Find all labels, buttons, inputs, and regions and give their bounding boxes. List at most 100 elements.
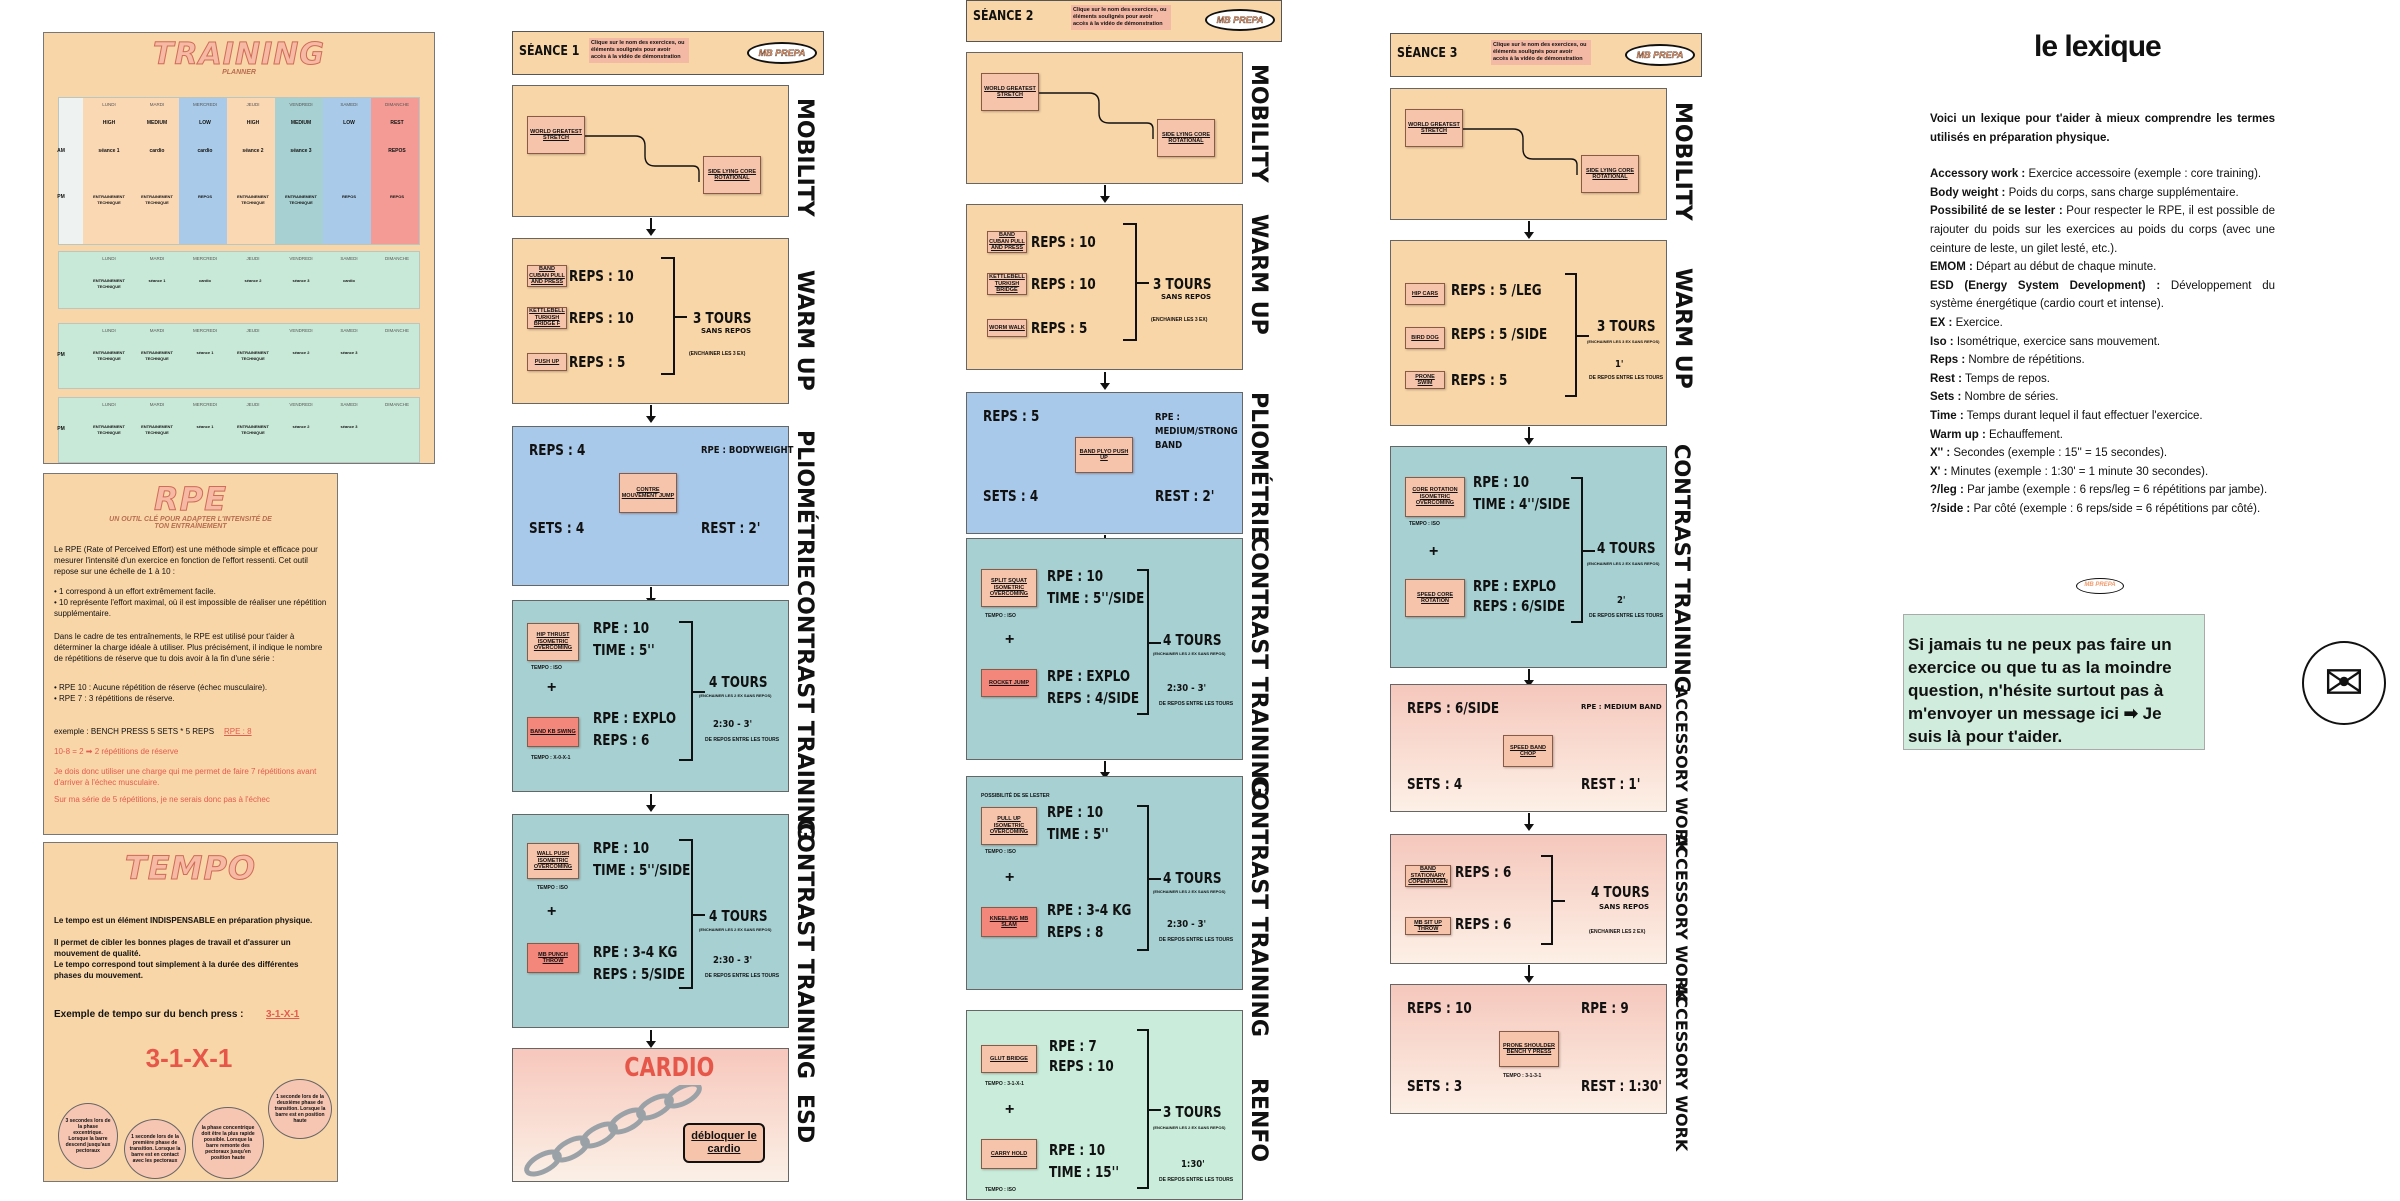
s3-acc1-reps: REPS : 6/SIDE — [1407, 699, 1500, 717]
session-cell[interactable]: cardio — [198, 278, 211, 283]
intensity-label: MEDIUM — [146, 120, 168, 126]
s1-warm-reps-1: REPS : 10 — [569, 267, 634, 285]
day-label: SAMEDI — [340, 328, 358, 333]
s1-push-up[interactable]: PUSH UP — [527, 353, 567, 371]
seance-1-header: SÉANCE 1 Clique sur le nom des exercices… — [512, 31, 824, 75]
s2-worm-walk[interactable]: WORM WALK — [987, 319, 1027, 337]
am-session[interactable]: REPOS — [388, 148, 406, 154]
day-label: MERCREDI — [192, 256, 217, 261]
session-cell[interactable]: séance 3 — [340, 424, 358, 429]
s2-split-squat[interactable]: SPLIT SQUAT ISOMETRIC OVERCOMING — [981, 569, 1037, 607]
s2-band-plyo-push-up[interactable]: BAND PLYO PUSH UP — [1075, 437, 1133, 473]
session-cell[interactable]: cardio — [342, 278, 355, 283]
pm-session[interactable]: REPOS — [197, 194, 212, 199]
session-cell[interactable]: ENTRAINEMENT TECHNIQUE — [237, 424, 269, 435]
session-cell[interactable]: séance 2 — [292, 424, 310, 429]
s3-prone-swim[interactable]: PRONE SWIM — [1405, 371, 1445, 389]
lexique-term: Possibilité de se lester : — [1930, 205, 2063, 218]
s2-pull-up[interactable]: PULL UP ISOMETRIC OVERCOMING — [981, 807, 1037, 845]
rpe-intro: Le RPE (Rate of Perceived Effort) est un… — [54, 545, 318, 576]
unlock-cardio-button[interactable]: débloquer le cardio — [683, 1123, 765, 1163]
s3-speed-band-chop[interactable]: SPEED BAND CHOP — [1503, 735, 1553, 767]
pm-session[interactable]: REPOS — [389, 194, 404, 199]
s3-speed-core-rotation[interactable]: SPEED CORE ROTATION — [1405, 579, 1465, 617]
day-label: MARDI — [149, 102, 165, 107]
session-cell[interactable]: séance 2 — [244, 278, 262, 283]
am-session[interactable]: séance 1 — [98, 148, 120, 154]
rpe-example-value[interactable]: RPE : 8 — [224, 727, 252, 736]
s3-acc2-ench: (ENCHAINER LES 2 EX) — [1589, 929, 1646, 935]
s1-hip-thrust[interactable]: HIP THRUST ISOMETRIC OVERCOMING — [527, 623, 579, 661]
day-label: MERCREDI — [192, 328, 217, 333]
s1-side-lying-core[interactable]: SIDE LYING CORE ROTATIONAL — [703, 156, 761, 194]
s2-kneeling-mb-slam[interactable]: KNEELING MB SLAM — [981, 907, 1037, 937]
s3-band-copenhagen[interactable]: BAND STATIONARY COPENHAGEN — [1405, 865, 1451, 887]
am-session[interactable]: cardio — [149, 148, 165, 154]
s1-band-kb-swing[interactable]: BAND KB SWING — [527, 717, 579, 747]
s3-hip-cars[interactable]: HIP CARS — [1405, 283, 1445, 305]
mail-icon[interactable]: ✉ — [2302, 641, 2386, 725]
am-session[interactable]: séance 3 — [290, 148, 312, 154]
session-cell[interactable]: ENTRAINEMENT TECHNIQUE — [141, 424, 173, 435]
day-label: SAMEDI — [340, 102, 358, 107]
am-session[interactable]: séance 2 — [242, 148, 264, 154]
lexique-definition: Par jambe (exemple : 6 reps/leg = 6 répé… — [1967, 484, 2268, 497]
session-cell[interactable]: ENTRAINEMENT TECHNIQUE — [93, 350, 125, 361]
s1-wall-push[interactable]: WALL PUSH ISOMETRIC OVERCOMING — [527, 843, 579, 879]
session-cell[interactable]: séance 1 — [148, 278, 166, 283]
s3-world-greatest-stretch[interactable]: WORLD GREATEST STRETCH — [1405, 109, 1463, 147]
lexique-entry: Iso : Isométrique, exercice sans mouveme… — [1930, 333, 2275, 352]
pm-session[interactable]: ENTRAINEMENT TECHNIQUE — [237, 194, 269, 205]
s2-ct2-rpe: RPE : 10 — [1047, 803, 1104, 821]
lexique-entry: ?/side : Par côté (exemple : 6 reps/side… — [1930, 500, 2275, 519]
s2-rocket-jump[interactable]: ROCKET JUMP — [981, 669, 1037, 697]
am-session[interactable]: cardio — [197, 148, 213, 154]
session-cell[interactable]: ENTRAINEMENT TECHNIQUE — [93, 424, 125, 435]
s3-ct-expl: RPE : EXPLO — [1473, 577, 1557, 595]
tempo-example-link[interactable]: 3-1-X-1 — [266, 1009, 300, 1020]
lexique-term: Time : — [1930, 409, 1964, 422]
s2-contrast-2-block: POSSIBILITÉ DE SE LESTER PULL UP ISOMETR… — [966, 776, 1243, 990]
s2-renfo-tempo2: TEMPO : ISO — [985, 1187, 1016, 1193]
pm-session[interactable]: ENTRAINEMENT TECHNIQUE — [93, 194, 125, 205]
s2-side-lying-core[interactable]: SIDE LYING CORE ROTATIONAL — [1157, 119, 1215, 157]
s3-prone-shoulder-bench[interactable]: PRONE SHOULDER BENCH Y PRESS — [1499, 1031, 1559, 1067]
pm-session[interactable]: ENTRAINEMENT TECHNIQUE — [285, 194, 317, 205]
s2-glut-bridge[interactable]: GLUT BRIDGE — [981, 1045, 1037, 1073]
session-cell[interactable]: séance 3 — [340, 350, 358, 355]
rpe-panel: RPE UN OUTIL CLÉ POUR ADAPTER L'INTENSIT… — [43, 473, 338, 835]
s1-band-cuban[interactable]: BAND CUBAN PULL AND PRESS — [527, 265, 567, 287]
pm-session[interactable]: ENTRAINEMENT TECHNIQUE — [141, 194, 173, 205]
s3-acc3-tempo: TEMPO : 3-1-3-1 — [1503, 1073, 1542, 1079]
session-cell[interactable]: ENTRAINEMENT TECHNIQUE — [141, 350, 173, 361]
day-label: VENDREDI — [289, 256, 313, 261]
s2-kettlebell-turkish[interactable]: KETTLEBELL TURKISH BRIDGE — [987, 273, 1027, 295]
s2-carry-hold[interactable]: CARRY HOLD — [981, 1139, 1037, 1169]
s2-band-cuban[interactable]: BAND CUBAN PULL AND PRESS — [987, 231, 1027, 253]
seance-2-note: Clique sur le nom des exercices, ou élém… — [1071, 5, 1171, 30]
session-cell[interactable]: séance 2 — [292, 350, 310, 355]
s1-mb-punch-throw[interactable]: MB PUNCH THROW — [527, 943, 579, 973]
s3-bird-dog[interactable]: BIRD DOG — [1405, 327, 1445, 349]
session-cell[interactable]: ENTRAINEMENT TECHNIQUE — [237, 350, 269, 361]
s2-ct1-entre: DE REPOS ENTRE LES TOURS — [1159, 701, 1234, 707]
tempo-panel: TEMPO Le tempo est un élément INDISPENSA… — [43, 842, 338, 1182]
s3-mb-sit-up-throw[interactable]: MB SIT UP THROW — [1405, 917, 1451, 935]
s1-ct1-expl: RPE : EXPLO — [593, 709, 677, 727]
s1-contre-mouvement-jump[interactable]: CONTRE MOUVEMENT JUMP — [619, 473, 677, 513]
session-cell[interactable]: ENTRAINEMENT TECHNIQUE — [93, 278, 125, 289]
session-cell[interactable]: séance 3 — [292, 278, 310, 283]
s3-core-rotation-iso[interactable]: CORE ROTATION ISOMETRIC OVERCOMING — [1405, 477, 1465, 517]
s2-world-greatest-stretch[interactable]: WORLD GREATEST STRETCH — [981, 73, 1039, 111]
lexique-term: Sets : — [1930, 391, 1962, 404]
session-cell[interactable]: séance 1 — [196, 350, 214, 355]
day-label: MERCREDI — [192, 402, 217, 407]
s1-warmup-block: BAND CUBAN PULL AND PRESS KETTLEBELL TUR… — [512, 238, 789, 404]
s3-side-lying-core[interactable]: SIDE LYING CORE ROTATIONAL — [1581, 155, 1639, 193]
s1-kettlebell-turkish[interactable]: KETTLEBELL TURKISH BRIDGE F — [527, 307, 567, 329]
s3-acc1-sets: SETS : 4 — [1407, 775, 1463, 793]
session-cell[interactable]: séance 1 — [196, 424, 214, 429]
s1-world-greatest-stretch[interactable]: WORLD GREATEST STRETCH — [527, 116, 585, 154]
pm-session[interactable]: REPOS — [341, 194, 356, 199]
lexique-term: X'' : — [1930, 447, 1951, 460]
